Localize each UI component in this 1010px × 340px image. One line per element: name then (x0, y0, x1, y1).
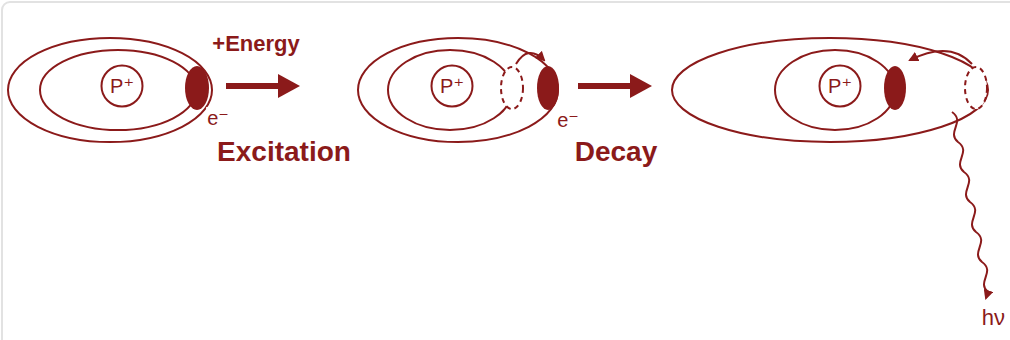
inner-orbit (40, 50, 196, 130)
jump-arrow (516, 53, 544, 64)
electron-label: e⁻ (206, 107, 230, 129)
photon-label: hν (981, 306, 1006, 330)
former-electron (965, 67, 987, 109)
photon-wave (952, 112, 988, 298)
step-label: Excitation (216, 137, 352, 168)
outer-orbit (358, 38, 558, 142)
outer-orbit (672, 38, 988, 142)
proton-ring (820, 66, 861, 107)
proton-circle: P⁺ (100, 64, 144, 108)
proton-ring (102, 66, 143, 107)
electron (185, 66, 209, 110)
arrow-head (630, 74, 652, 98)
energy-label: +Energy (211, 32, 300, 56)
electron (884, 66, 906, 110)
proton-circle: P⁺ (430, 64, 474, 108)
electron-label: e⁻ (556, 109, 580, 131)
arrow-head (278, 74, 300, 98)
process-arrow (226, 83, 282, 89)
outer-orbit (8, 38, 212, 142)
proton-label: P⁺ (110, 75, 134, 97)
jump-arrow (910, 51, 972, 64)
electron (537, 66, 559, 110)
proton-label: P⁺ (828, 75, 852, 97)
process-arrow (578, 83, 634, 89)
inner-orbit (775, 50, 895, 130)
proton-ring (432, 66, 473, 107)
inner-orbit (388, 50, 512, 130)
proton-label: P⁺ (440, 75, 464, 97)
former-electron (501, 67, 523, 109)
step-label: Decay (574, 137, 659, 168)
proton-circle: P⁺ (818, 64, 862, 108)
